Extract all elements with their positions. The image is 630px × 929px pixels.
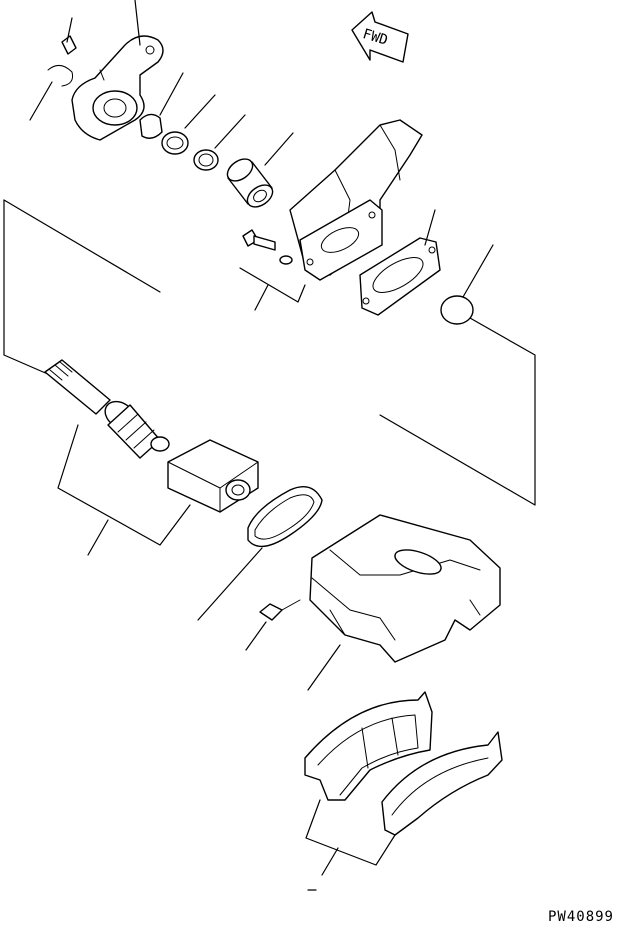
boot-seal (247, 486, 323, 548)
caliper-body (309, 514, 501, 663)
washer (161, 131, 189, 155)
caliper-bracket (289, 119, 423, 281)
cam-block (167, 439, 259, 513)
fwd-direction-arrow: FWD (351, 11, 409, 63)
mounting-bolt (242, 229, 293, 265)
brake-pad-outer (381, 731, 503, 836)
brake-pad-inner (304, 691, 433, 801)
gasket (359, 237, 441, 316)
slack-adjuster (47, 35, 164, 141)
retaining-clip (139, 113, 163, 139)
bushing (226, 158, 274, 208)
drawing-reference-code: PW40899 (547, 909, 614, 925)
bleeder-screw (259, 599, 301, 621)
fwd-arrow-label: FWD (361, 26, 390, 49)
camshaft (44, 359, 170, 459)
thrust-washer (440, 295, 474, 325)
o-ring (193, 149, 219, 171)
